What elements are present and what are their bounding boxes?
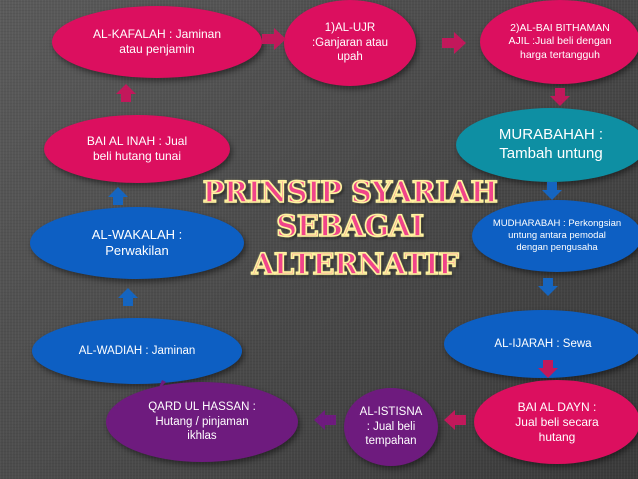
arrow-murabahah-to-mudharabah-icon	[542, 182, 562, 200]
arrow-ujr-to-bithaman-icon	[442, 32, 466, 54]
arrow-kafalah-to-ujr-icon	[262, 28, 286, 50]
node-qard-ul-hassan-label: QARD UL HASSAN : Hutang / pinjaman ikhla…	[148, 401, 256, 443]
node-bai-bithaman: 2)AL-BAI BITHAMAN AJIL :Jual beli dengan…	[480, 0, 638, 84]
node-murabahah-label: MURABAHAH : Tambah untung	[498, 126, 604, 162]
node-bai-al-inah-label: BAI AL INAH : Jual beli hutang tunai	[86, 134, 188, 163]
arrow-istisna-to-qard-icon	[314, 410, 336, 430]
node-al-wadiah-label: AL-WADIAH : Jaminan	[78, 344, 196, 357]
node-al-ujr-label: 1)AL-UJR :Ganjaran atau upah	[311, 22, 389, 64]
node-bai-al-dayn: BAI AL DAYN : Jual beli secara hutang	[474, 380, 638, 464]
node-bai-al-dayn-label: BAI AL DAYN : Jual beli secara hutang	[515, 399, 599, 444]
arrow-mudharabah-to-ijarah-icon	[538, 278, 558, 296]
title-line-1: PRINSIP SYARIAH SEBAGAI	[202, 174, 499, 244]
node-al-wakalah-label: AL-WAKALAH : Perwakilan	[91, 226, 183, 258]
node-mudharabah-label: MUDHARABAH : Perkongsian untung antara p…	[492, 218, 622, 253]
node-al-wakalah: AL-WAKALAH : Perwakilan	[30, 207, 244, 279]
arrow-inah-to-kafalah-icon	[116, 84, 136, 102]
arrow-ijarah-to-dayn-icon	[538, 360, 558, 378]
node-al-ijarah: AL-IJARAH : Sewa	[444, 310, 638, 378]
node-al-ijarah-label: AL-IJARAH : Sewa	[494, 337, 592, 350]
node-qard-ul-hassan: QARD UL HASSAN : Hutang / pinjaman ikhla…	[106, 382, 298, 462]
node-bai-bithaman-label: 2)AL-BAI BITHAMAN AJIL :Jual beli dengan…	[508, 22, 612, 61]
node-al-istisna-label: AL-ISTISNA : Jual beli tempahan	[359, 406, 423, 448]
arrow-bithaman-to-murabahah-icon	[550, 88, 570, 106]
node-al-ujr: 1)AL-UJR :Ganjaran atau upah	[284, 0, 416, 86]
node-al-istisna: AL-ISTISNA : Jual beli tempahan	[344, 388, 438, 466]
node-al-kafalah: AL-KAFALAH : Jaminan atau penjamin	[52, 6, 262, 78]
arrow-wadiah-to-wakalah-icon	[118, 288, 138, 306]
node-murabahah: MURABAHAH : Tambah untung	[456, 108, 638, 182]
node-al-wadiah: AL-WADIAH : Jaminan	[32, 318, 242, 384]
node-al-kafalah-label: AL-KAFALAH : Jaminan atau penjamin	[92, 27, 222, 56]
arrow-dayn-to-istisna-icon	[444, 410, 466, 430]
node-mudharabah: MUDHARABAH : Perkongsian untung antara p…	[472, 200, 638, 272]
node-bai-al-inah: BAI AL INAH : Jual beli hutang tunai	[44, 115, 230, 183]
title-line-2: ALTERNATIF	[251, 246, 460, 282]
arrow-wakalah-to-inah-icon	[108, 187, 128, 205]
arrow-qard-to-wadiah-icon	[158, 380, 166, 390]
diagram-title: PRINSIP SYARIAH SEBAGAI ALTERNATIF	[180, 174, 520, 282]
